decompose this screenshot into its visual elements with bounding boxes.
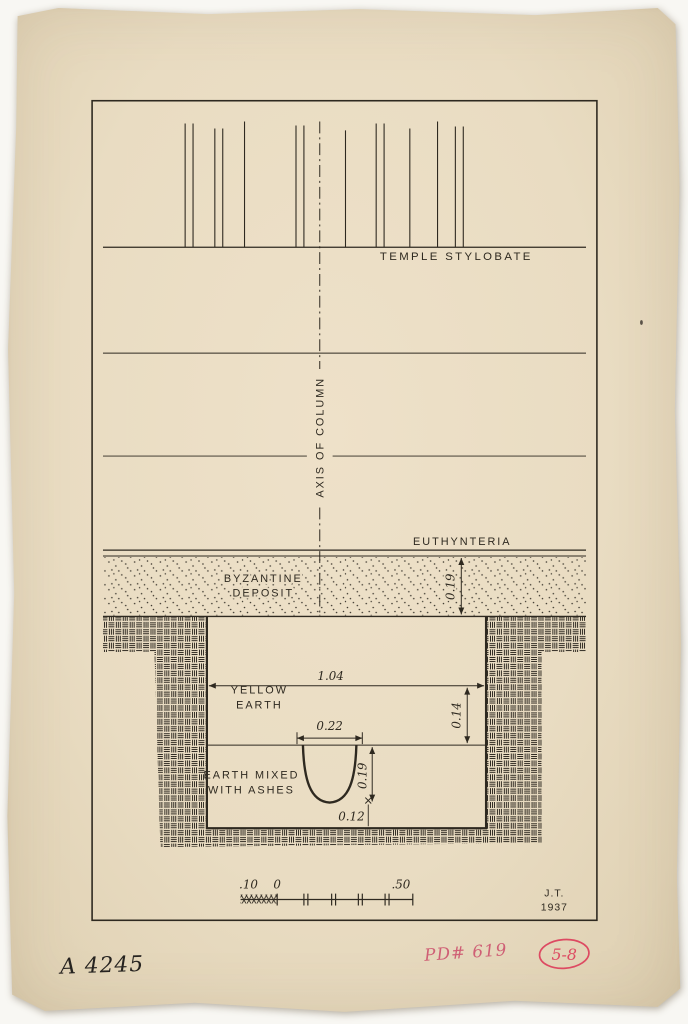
stylobate-joint-lines	[184, 121, 464, 248]
dim-pit-width: 1.04	[208, 669, 485, 689]
euthynteria-label: EUTHYNTERIA	[413, 536, 512, 548]
dim-byzantine-depth: 0.19	[441, 558, 465, 615]
euthynteria-lines	[102, 549, 587, 557]
course-joint-lines	[102, 352, 587, 457]
ink-speck	[640, 320, 643, 325]
pd-number: PD# 619	[423, 939, 508, 965]
drawing-frame	[91, 99, 598, 922]
dim-bottom-depth: 0.12	[338, 797, 372, 827]
yellow-earth-label-1: YELLOW	[231, 685, 288, 697]
scale-tenth-label: .10	[239, 878, 258, 892]
yellow-earth-label-2: EARTH	[236, 699, 283, 711]
dim-cut-depth: 0.19	[355, 747, 376, 802]
dim-yellow-depth: 0.14	[449, 687, 471, 744]
dim-yellow-depth-value: 0.14	[449, 702, 463, 728]
byzantine-deposit-stipple	[102, 557, 587, 616]
dim-cut-depth-value: 0.19	[355, 762, 369, 789]
dim-cut-width: 0.22	[296, 719, 363, 745]
plate-number-stamp: 5-8	[538, 938, 590, 970]
dim-bottom-depth-value: 0.12	[338, 809, 364, 823]
section-drawing: AXIS OF COLUMN TEMPLE STYLOBATE EUTHYNTE…	[58, 99, 643, 980]
byzantine-deposit-label-1: BYZANTINE	[224, 573, 303, 585]
scale-bar: .10 0 .50	[239, 878, 414, 906]
excavation-hatch-band	[102, 616, 587, 848]
scale-zero-label: 0	[273, 878, 281, 892]
pit-outline	[205, 616, 488, 830]
dim-pit-width-value: 1.04	[317, 669, 343, 683]
earth-ashes-label-1: EARTH MIXED	[204, 770, 300, 782]
plate-number: 5-8	[551, 945, 577, 964]
scale-fifty-label: .50	[391, 878, 410, 892]
drafter-initials: J.T.	[544, 889, 564, 900]
axis-of-column-label: AXIS OF COLUMN	[315, 377, 327, 498]
byzantine-deposit-label-2: DEPOSIT	[233, 588, 295, 600]
drawing-year: 1937	[541, 902, 568, 913]
dim-cut-width-value: 0.22	[316, 719, 342, 733]
paper-sheet: AXIS OF COLUMN TEMPLE STYLOBATE EUTHYNTE…	[7, 8, 681, 1012]
catalog-number: A 4245	[58, 952, 145, 980]
posthole-cut-outline	[301, 745, 358, 804]
dim-byzantine-depth-value: 0.19	[443, 573, 457, 600]
temple-stylobate-label: TEMPLE STYLOBATE	[380, 251, 533, 263]
earth-ashes-label-2: WITH ASHES	[208, 785, 295, 797]
